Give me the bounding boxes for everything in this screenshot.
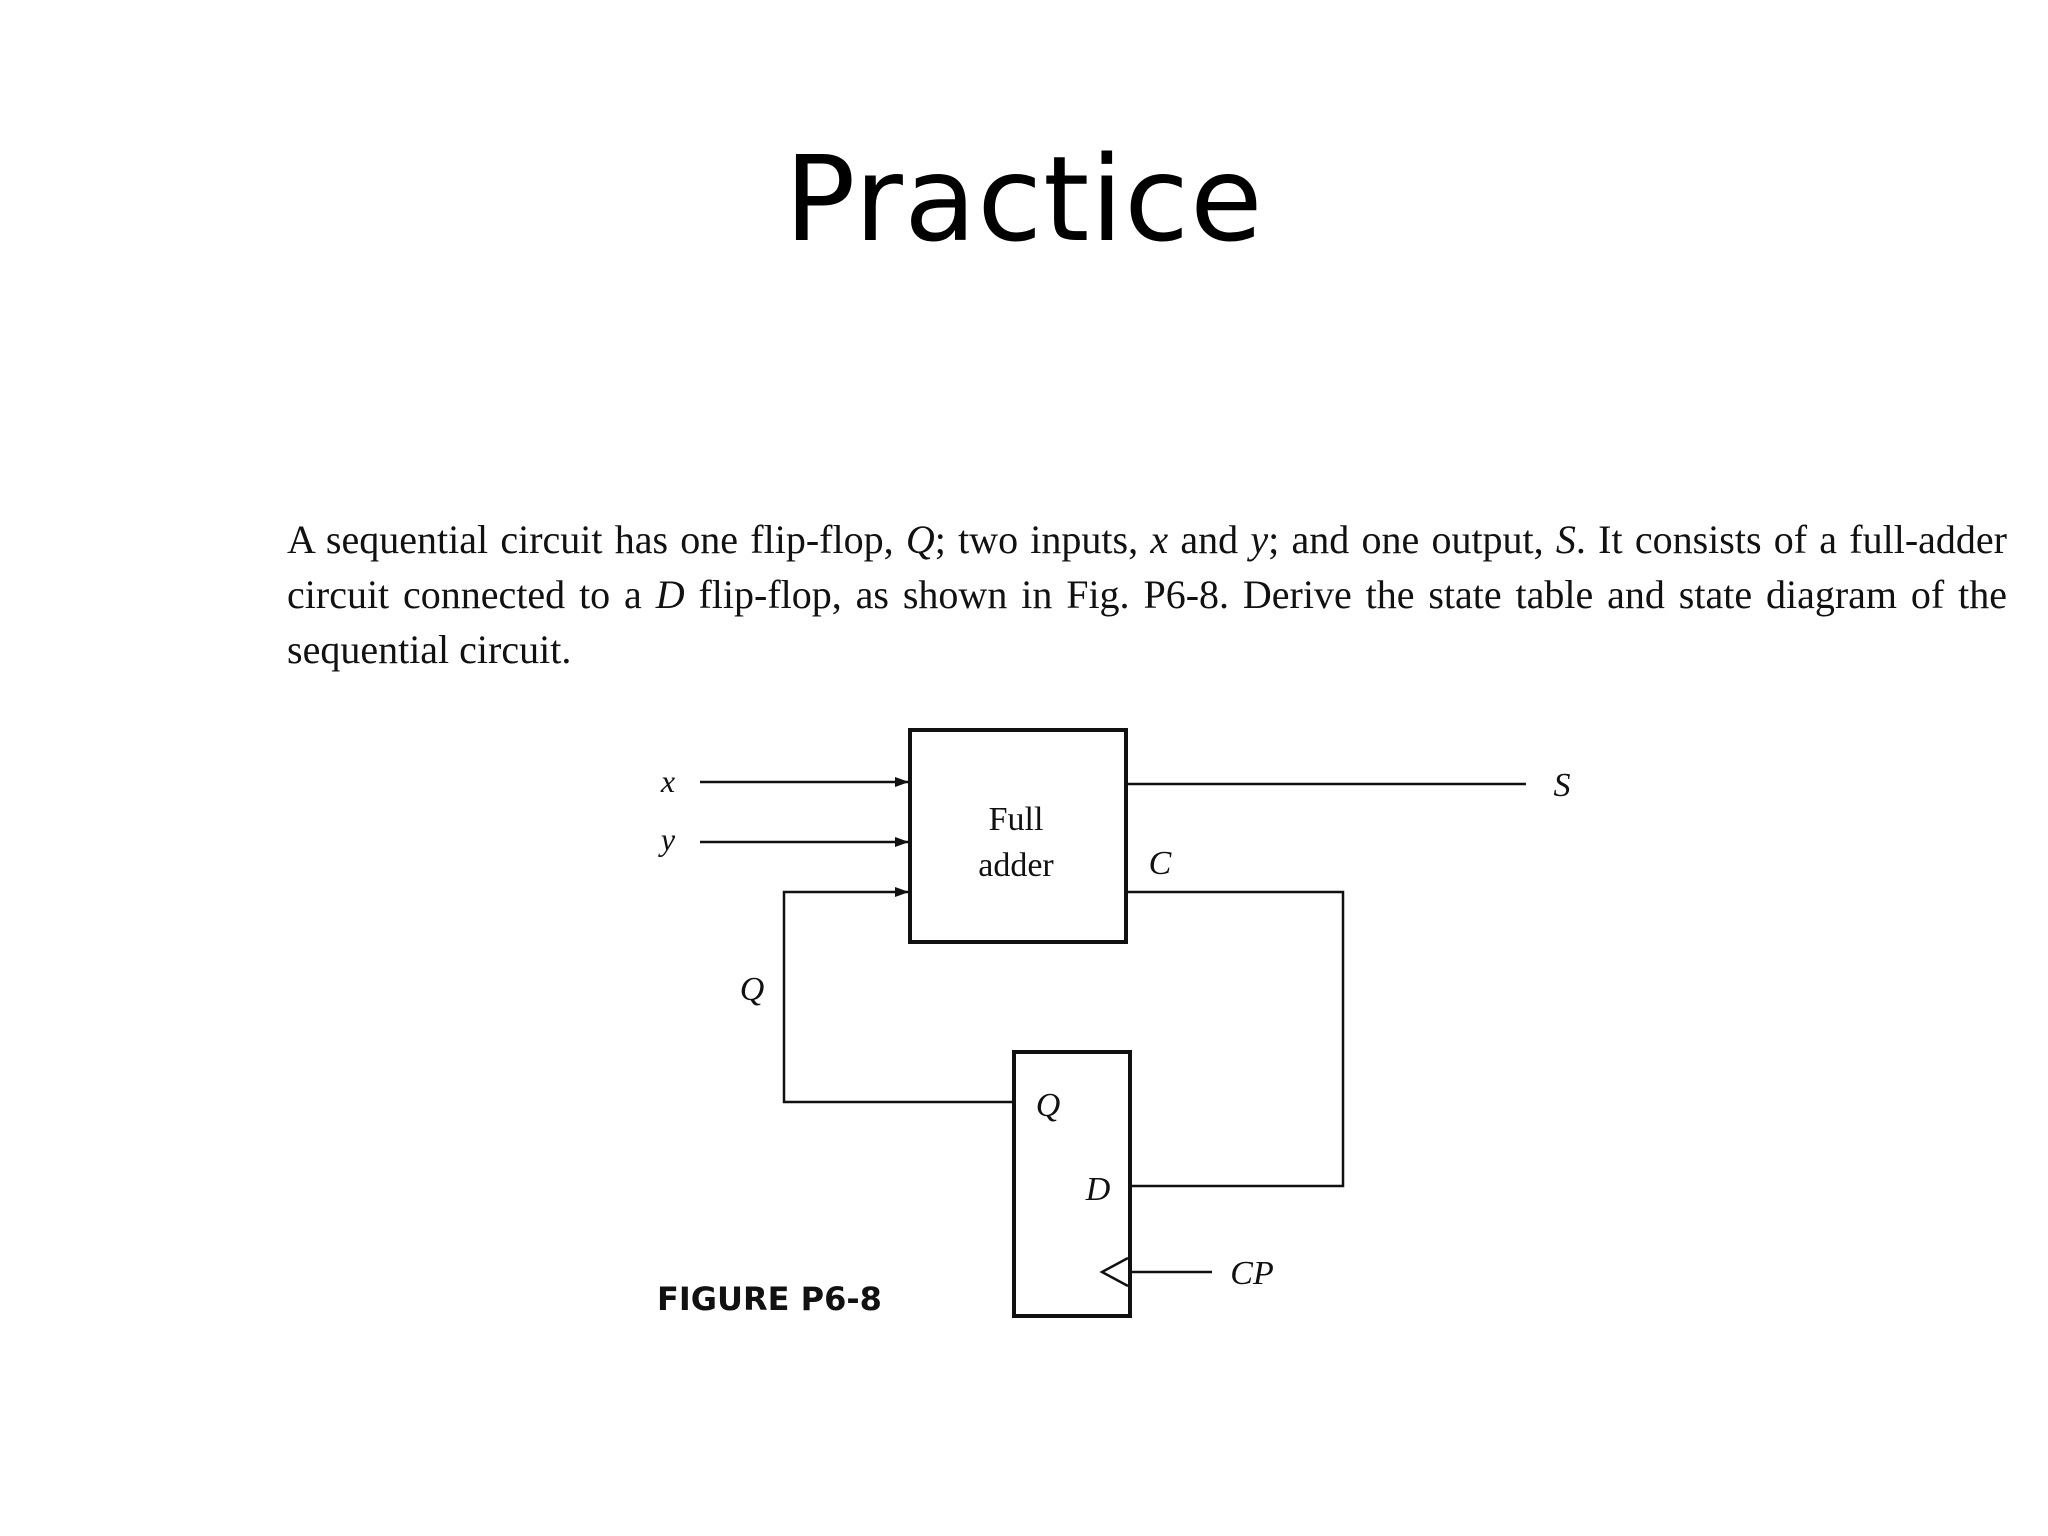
problem-text: A sequential circuit has one flip-flop, bbox=[287, 517, 906, 562]
carry-wire bbox=[1128, 890, 1345, 1188]
clock-label: CP bbox=[1230, 1255, 1273, 1292]
problem-text: and bbox=[1168, 517, 1251, 562]
ff-d-label: D bbox=[1085, 1171, 1111, 1208]
var-d: D bbox=[655, 572, 685, 617]
var-s: S bbox=[1555, 517, 1576, 562]
full-adder-box bbox=[908, 728, 1128, 944]
d-flip-flop-box bbox=[1012, 1050, 1132, 1318]
var-y: y bbox=[1250, 517, 1269, 562]
figure-caption: FIGURE P6-8 bbox=[657, 1280, 882, 1318]
ff-q-label: Q bbox=[1036, 1087, 1061, 1124]
problem-text: ; and one output, bbox=[1268, 517, 1556, 562]
clock-triangle-icon bbox=[1099, 1256, 1129, 1288]
problem-text: ; two inputs, bbox=[934, 517, 1151, 562]
output-s-label: S bbox=[1554, 767, 1571, 804]
problem-statement: A sequential circuit has one flip-flop, … bbox=[287, 512, 2007, 677]
carry-label: C bbox=[1149, 845, 1172, 882]
feedback-q-label: Q bbox=[740, 971, 765, 1008]
feedback-q-wire bbox=[782, 887, 1014, 1104]
slide-title: Practice bbox=[784, 130, 1264, 268]
input-y-label: y bbox=[658, 821, 676, 857]
full-adder-label-line2: adder bbox=[978, 847, 1054, 884]
var-x: x bbox=[1150, 517, 1169, 562]
problem-text: flip-flop, as shown in Fig. P6-8. Derive… bbox=[287, 572, 2007, 672]
full-adder-label-line1: Full bbox=[989, 801, 1044, 838]
var-q: Q bbox=[905, 517, 935, 562]
input-x-label: x bbox=[660, 763, 675, 799]
problem-text: . It consists of a full-adder circuit co… bbox=[287, 517, 2007, 617]
